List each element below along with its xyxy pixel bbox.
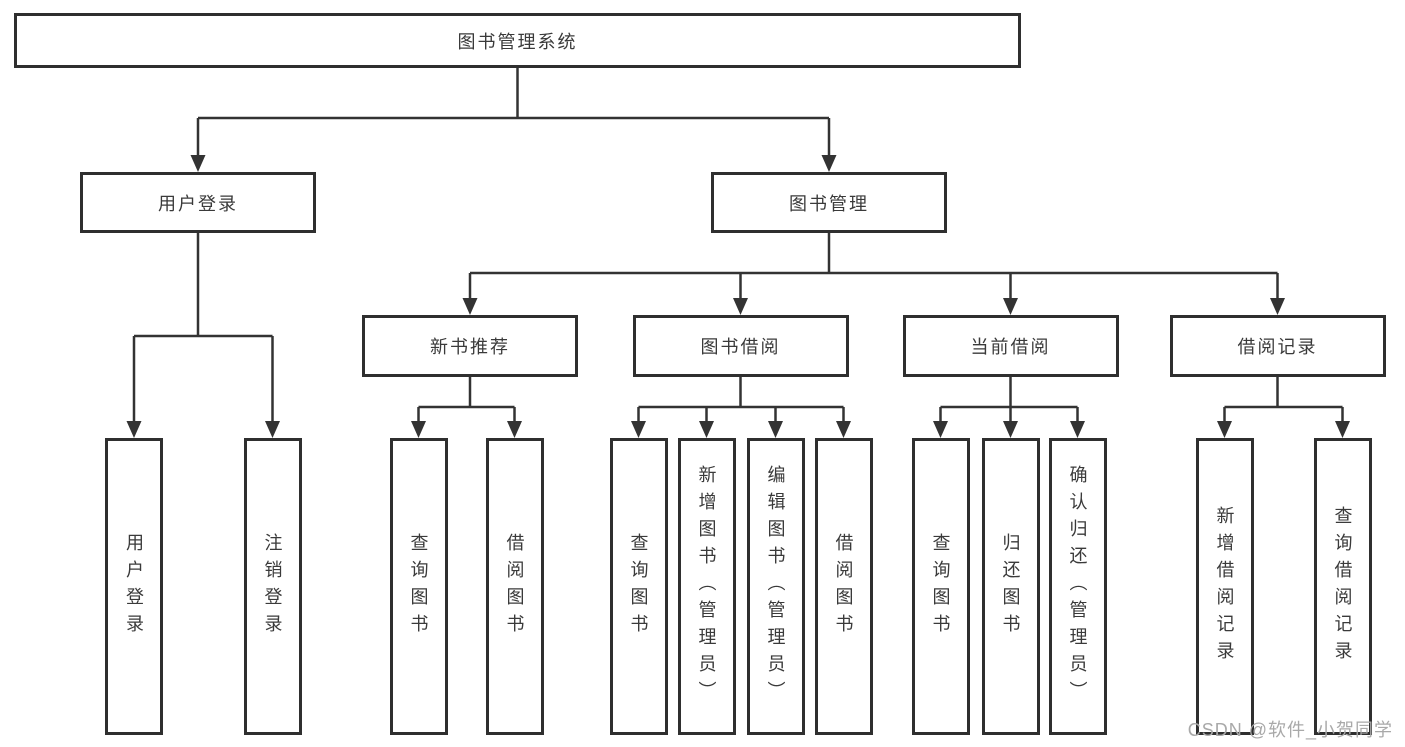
leaf-borrow-books-recommend: 借阅图书 — [485, 438, 544, 735]
node-current-borrow-label: 当前借阅 — [970, 337, 1051, 357]
leaf-return-book-label: 归还图书 — [1000, 532, 1021, 641]
leaf-query-borrow-record-label: 查询借阅记录 — [1332, 505, 1353, 668]
node-user-login: 用户登录 — [80, 172, 316, 233]
leaf-query-books-recommend: 查询图书 — [389, 438, 448, 735]
leaf-query-books-current-label: 查询图书 — [930, 532, 951, 641]
leaf-add-borrow-record-label: 新增借阅记录 — [1214, 505, 1235, 668]
csdn-watermark: CSDN @软件_小贺同学 — [1187, 720, 1393, 740]
connector-root-to-level2 — [196, 68, 831, 158]
leaf-borrow-books-label: 借阅图书 — [833, 532, 854, 641]
connector-new-book-branch — [417, 377, 516, 422]
leaf-query-books-borrow: 查询图书 — [609, 438, 668, 735]
leaf-logout: 注销登录 — [243, 438, 302, 735]
node-borrow-records: 借阅记录 — [1169, 315, 1386, 377]
leaf-query-books-borrow-label: 查询图书 — [628, 532, 649, 641]
connector-current-borrow-branch — [939, 377, 1079, 422]
leaf-confirm-return-admin: 确认归还（管理员） — [1048, 438, 1107, 735]
connector-book-borrow-branch — [637, 377, 845, 422]
node-library-system-label: 图书管理系统 — [457, 31, 578, 52]
leaf-logout-label: 注销登录 — [262, 532, 283, 641]
leaf-borrow-books-recommend-label: 借阅图书 — [504, 532, 525, 641]
node-book-borrow-label: 图书借阅 — [700, 337, 781, 357]
node-library-system: 图书管理系统 — [14, 13, 1021, 68]
arrowheads-current-borrow-branch — [933, 421, 1085, 438]
leaf-query-books-current: 查询图书 — [911, 438, 970, 735]
arrowheads-user-login-branch — [126, 421, 280, 438]
leaf-return-book: 归还图书 — [981, 438, 1040, 735]
arrowheads-book-management-branch — [462, 298, 1285, 315]
node-new-book-recommend: 新书推荐 — [362, 315, 578, 377]
node-borrow-records-label: 借阅记录 — [1237, 337, 1318, 357]
leaf-query-borrow-record: 查询借阅记录 — [1313, 438, 1372, 735]
arrowheads-book-borrow-branch — [631, 421, 851, 438]
leaf-borrow-books: 借阅图书 — [814, 438, 873, 735]
leaf-edit-book-admin: 编辑图书（管理员） — [746, 438, 805, 735]
leaf-confirm-return-admin-label: 确认归还（管理员） — [1067, 465, 1088, 708]
leaf-add-book-admin: 新增图书（管理员） — [677, 438, 736, 735]
arrowheads-borrow-records-branch — [1217, 421, 1350, 438]
leaf-query-books-recommend-label: 查询图书 — [408, 532, 429, 641]
node-book-management-label: 图书管理 — [789, 193, 869, 214]
leaf-add-borrow-record: 新增借阅记录 — [1195, 438, 1254, 735]
node-book-management: 图书管理 — [711, 172, 947, 233]
leaf-user-login-label: 用户登录 — [124, 532, 144, 641]
connector-book-management-branch — [468, 233, 1279, 300]
arrowheads-new-book-branch — [411, 421, 522, 438]
connector-borrow-records-branch — [1223, 377, 1344, 422]
node-book-borrow: 图书借阅 — [632, 315, 849, 377]
node-user-login-label: 用户登录 — [158, 193, 238, 214]
node-current-borrow: 当前借阅 — [902, 315, 1119, 377]
connector-user-login-branch — [132, 233, 274, 422]
leaf-user-login: 用户登录 — [105, 438, 163, 735]
leaf-edit-book-admin-label: 编辑图书（管理员） — [765, 465, 786, 708]
leaf-add-book-admin-label: 新增图书（管理员） — [696, 465, 717, 708]
node-new-book-recommend-label: 新书推荐 — [430, 337, 510, 357]
arrowheads-root-to-level2 — [190, 155, 837, 172]
